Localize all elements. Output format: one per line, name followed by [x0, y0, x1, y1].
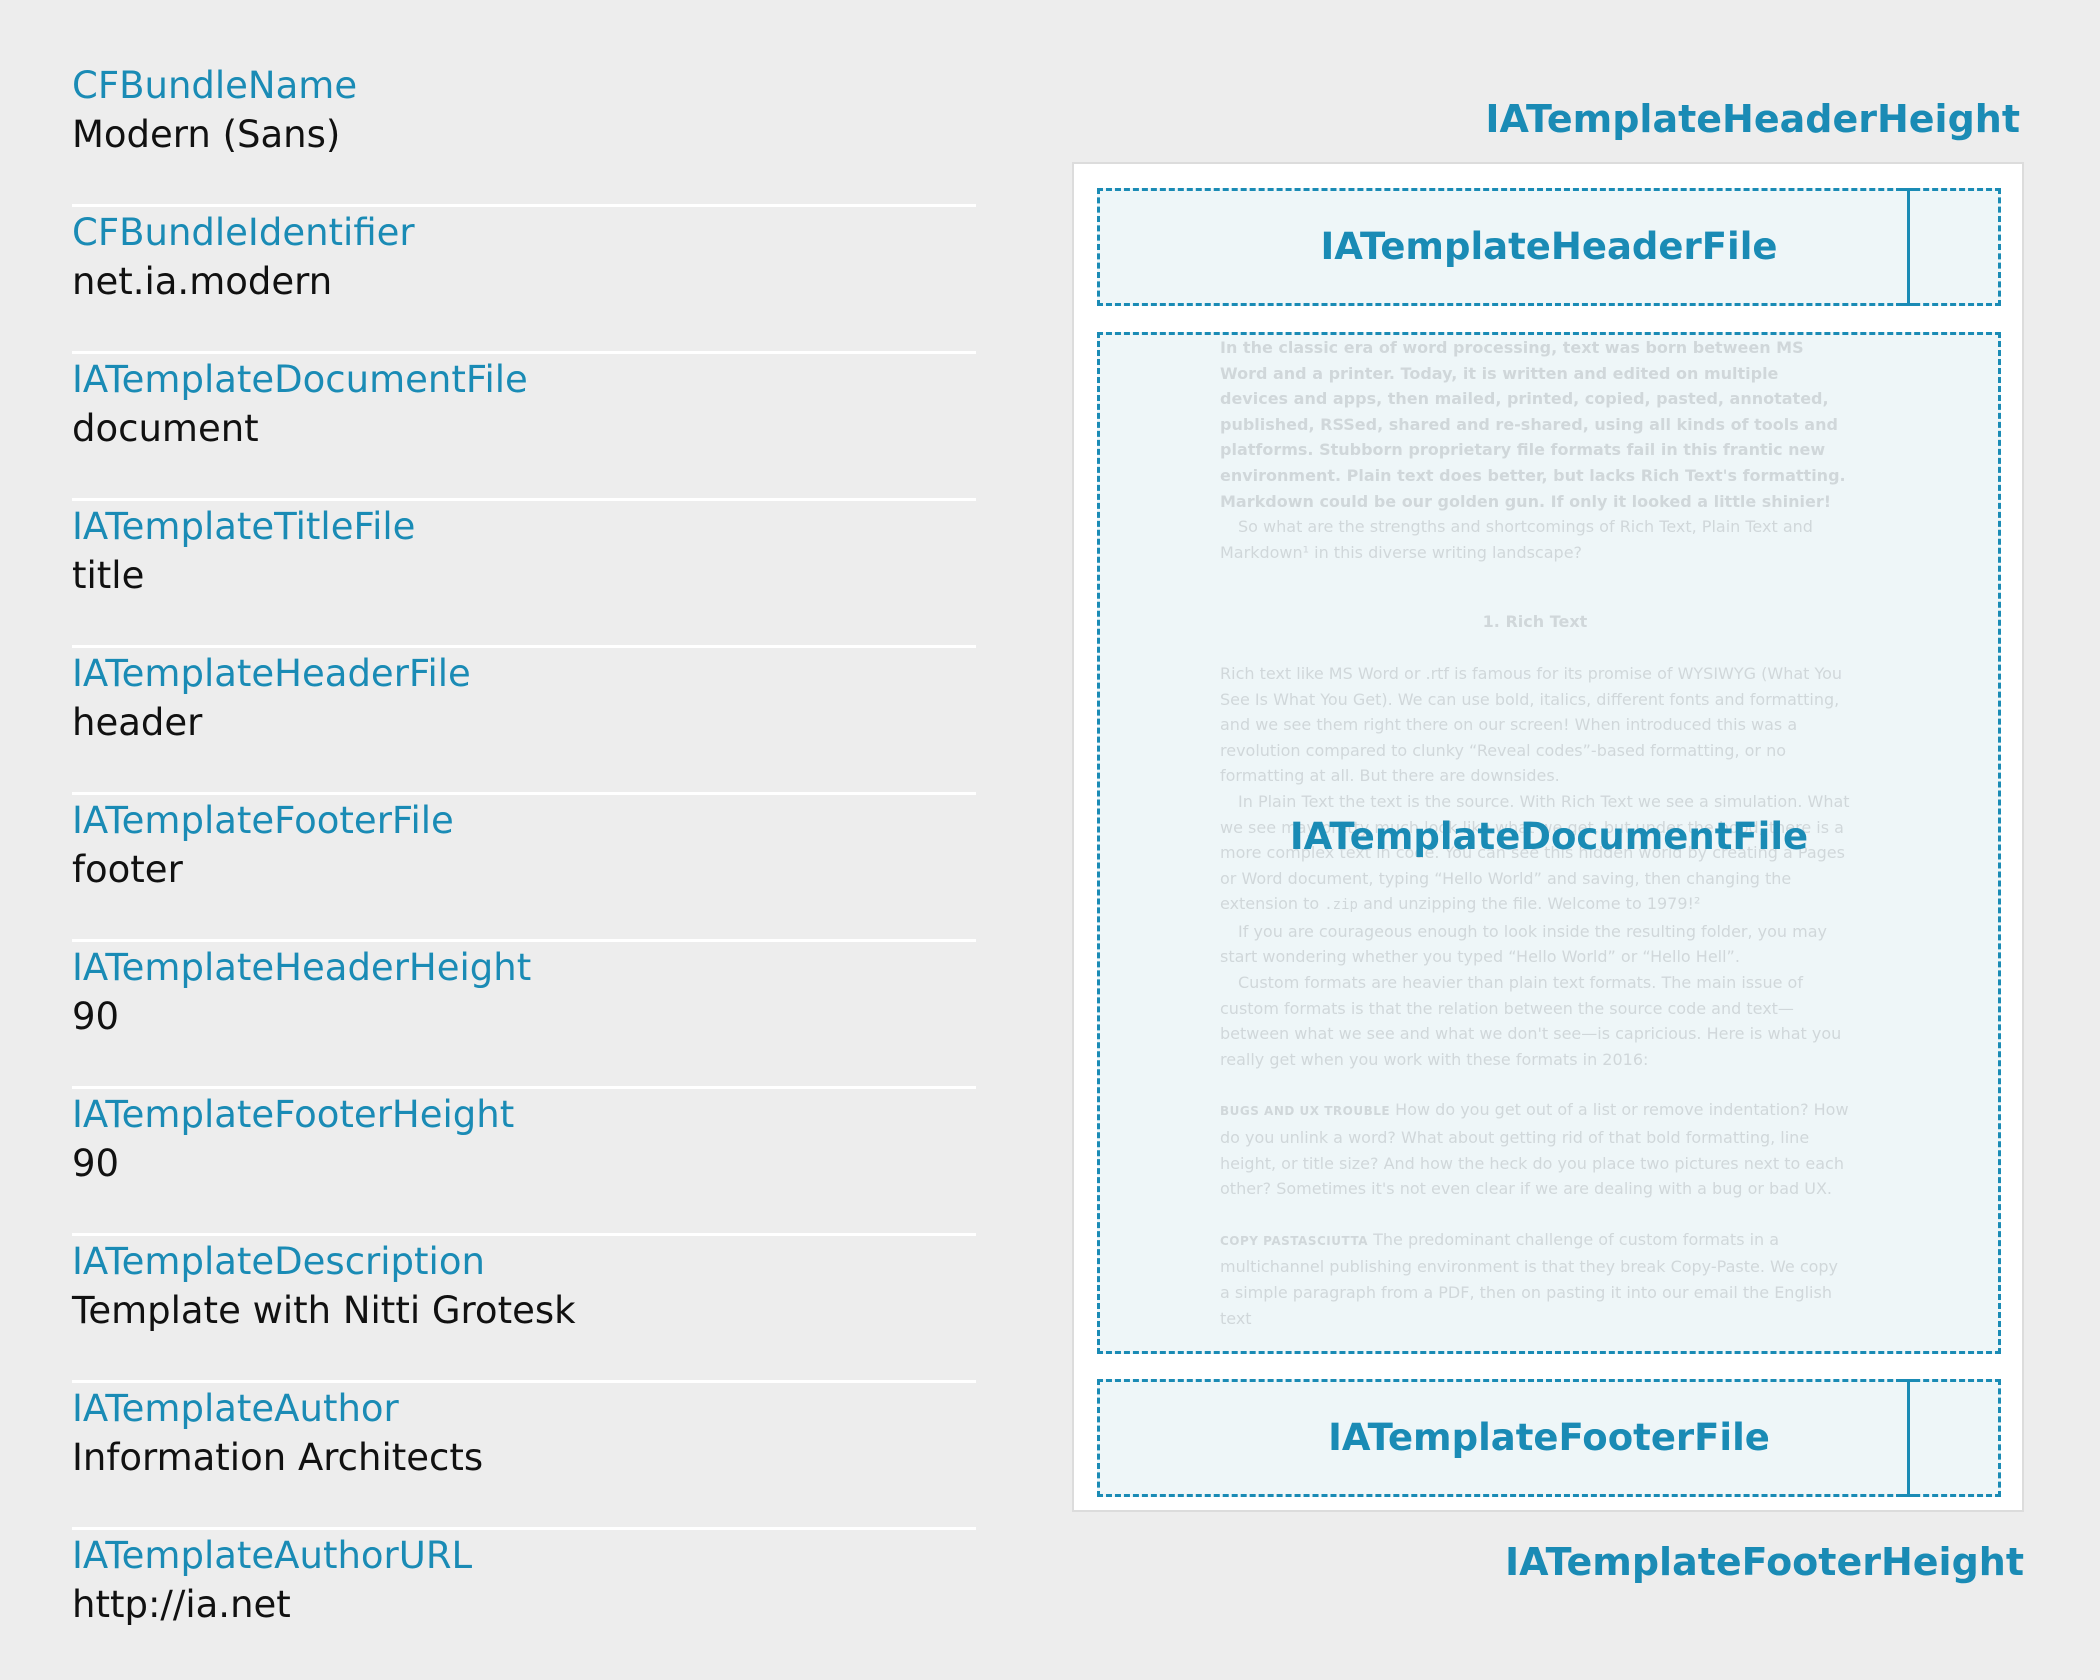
property-value: net.ia.modern: [72, 260, 333, 303]
property-key: IATemplateHeaderFile: [72, 652, 471, 695]
marker-cap: [1896, 303, 1920, 306]
footer-zone: IATemplateFooterFile: [1097, 1379, 2001, 1497]
property-key: IATemplateFooterFile: [72, 799, 454, 842]
document-zone-label: IATemplateDocumentFile: [1289, 815, 1809, 858]
marker-cap: [1896, 1494, 1920, 1497]
property-value: Template with Nitti Grotesk: [72, 1289, 576, 1332]
property-row: IATemplateAuthor Information Architects: [72, 1383, 976, 1530]
body-text: In Plain Text the text is the source. Wi…: [1220, 791, 1850, 914]
property-value: 90: [72, 1142, 120, 1185]
header-height-label: IATemplateHeaderHeight: [1485, 97, 2020, 141]
body-paragraph: Custom formats are heavier than plain te…: [1220, 973, 1842, 1069]
property-value: header: [72, 701, 203, 744]
intro-paragraph: In the classic era of word processing, t…: [1220, 338, 1846, 511]
header-zone-label: IATemplateHeaderFile: [1320, 225, 1778, 268]
page-preview: IATemplateHeaderFile In the classic era …: [1072, 162, 2024, 1512]
question-paragraph: So what are the strengths and shortcomin…: [1220, 517, 1813, 562]
property-value: http://ia.net: [72, 1583, 291, 1626]
body-text: and unzipping the file. Welcome to 1979!…: [1363, 894, 1701, 914]
property-key: IATemplateHeaderHeight: [72, 946, 532, 989]
property-value: document: [72, 407, 259, 450]
property-key: IATemplateDescription: [72, 1240, 485, 1283]
property-key: CFBundleIdentifier: [72, 211, 415, 254]
property-value: footer: [72, 848, 183, 891]
marker-line: [1907, 1379, 1910, 1497]
property-key: CFBundleName: [72, 64, 358, 107]
property-row: CFBundleIdentifier net.ia.modern: [72, 207, 976, 354]
header-height-marker: [1896, 188, 1920, 306]
run-in-heading: BUGS AND UX TROUBLE: [1220, 1104, 1391, 1119]
marker-line: [1907, 188, 1910, 306]
property-key: IATemplateFooterHeight: [72, 1093, 515, 1136]
property-key: IATemplateAuthor: [72, 1387, 399, 1430]
document-zone: In the classic era of word processing, t…: [1097, 332, 2001, 1354]
property-row: IATemplateFooterHeight 90: [72, 1089, 976, 1236]
inline-code: .zip: [1324, 897, 1358, 914]
property-row: IATemplateHeaderHeight 90: [72, 942, 976, 1089]
property-row: IATemplateFooterFile footer: [72, 795, 976, 942]
footer-zone-label: IATemplateFooterFile: [1328, 1416, 1770, 1459]
property-value: Information Architects: [72, 1436, 484, 1479]
body-paragraph: COPY PASTASCIUTTA The predominant challe…: [1220, 1227, 1850, 1331]
property-value: Modern (Sans): [72, 113, 341, 156]
body-text: The predominant challenge of custom form…: [1220, 1229, 1839, 1328]
template-properties-list: CFBundleName Modern (Sans) CFBundleIdent…: [72, 60, 976, 1677]
property-row: IATemplateDocumentFile document: [72, 354, 976, 501]
property-key: IATemplateAuthorURL: [72, 1534, 473, 1577]
body-text: How do you get out of a list or remove i…: [1220, 1100, 1849, 1199]
property-value: title: [72, 554, 145, 597]
property-row: IATemplateAuthorURL http://ia.net: [72, 1530, 976, 1677]
property-row: IATemplateTitleFile title: [72, 501, 976, 648]
property-value: 90: [72, 995, 120, 1038]
body-paragraph: Rich text like MS Word or .rtf is famous…: [1220, 663, 1843, 786]
run-in-heading: COPY PASTASCIUTTA: [1220, 1233, 1368, 1248]
property-row: IATemplateHeaderFile header: [72, 648, 976, 795]
body-paragraph: BUGS AND UX TROUBLE How do you get out o…: [1220, 1097, 1850, 1201]
property-row: CFBundleName Modern (Sans): [72, 60, 976, 207]
property-key: IATemplateTitleFile: [72, 505, 416, 548]
header-zone: IATemplateHeaderFile: [1097, 188, 2001, 306]
footer-height-marker: [1896, 1379, 1920, 1497]
property-key: IATemplateDocumentFile: [72, 358, 528, 401]
body-paragraph: If you are courageous enough to look ins…: [1220, 921, 1828, 967]
body-paragraph: In Plain Text the text is the source. Wi…: [1220, 789, 1850, 919]
property-row: IATemplateDescription Template with Nitt…: [72, 1236, 976, 1383]
footer-height-label: IATemplateFooterHeight: [1505, 1540, 2024, 1584]
sample-document-text: In the classic era of word processing, t…: [1220, 335, 1850, 1331]
section-heading: 1. Rich Text: [1482, 612, 1588, 632]
